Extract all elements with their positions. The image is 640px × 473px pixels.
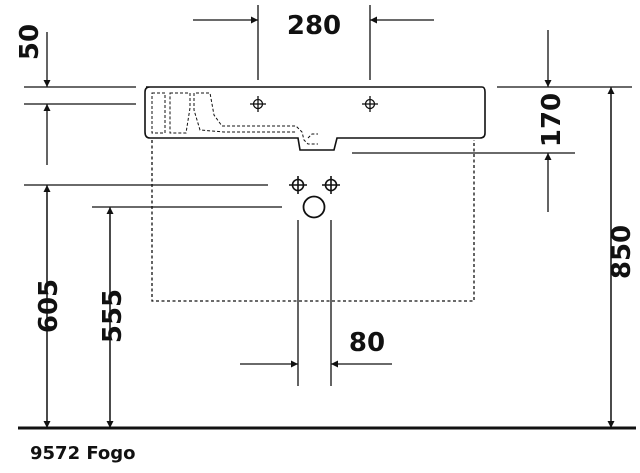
dim-overall-height-label: 850 [607, 225, 637, 279]
dim-supply-spacing [240, 220, 392, 386]
faucet-hole-right [362, 96, 378, 112]
dim-waste-height [92, 206, 282, 428]
dim-rim-offset [24, 32, 136, 165]
dim-waste-height-label: 555 [98, 289, 128, 343]
dim-supply-height [24, 184, 268, 428]
supply-connection-left [289, 176, 307, 194]
faucet-hole-left [250, 96, 266, 112]
overflow-channel [151, 92, 318, 145]
dim-basin-height [352, 30, 632, 212]
drawing-caption: 9572 Fogo [30, 443, 136, 464]
basin-outline [144, 86, 486, 151]
dim-supply-spacing-label: 80 [349, 328, 385, 358]
dim-supply-height-label: 605 [34, 279, 64, 333]
dim-hole-spacing-label: 280 [287, 11, 341, 41]
dim-basin-height-label: 170 [537, 93, 567, 147]
supply-connection-right [322, 176, 340, 194]
vanity-outline [151, 140, 475, 302]
dim-rim-offset-label: 50 [15, 24, 45, 60]
waste-connection [302, 195, 326, 219]
dim-hole-spacing [193, 5, 434, 80]
